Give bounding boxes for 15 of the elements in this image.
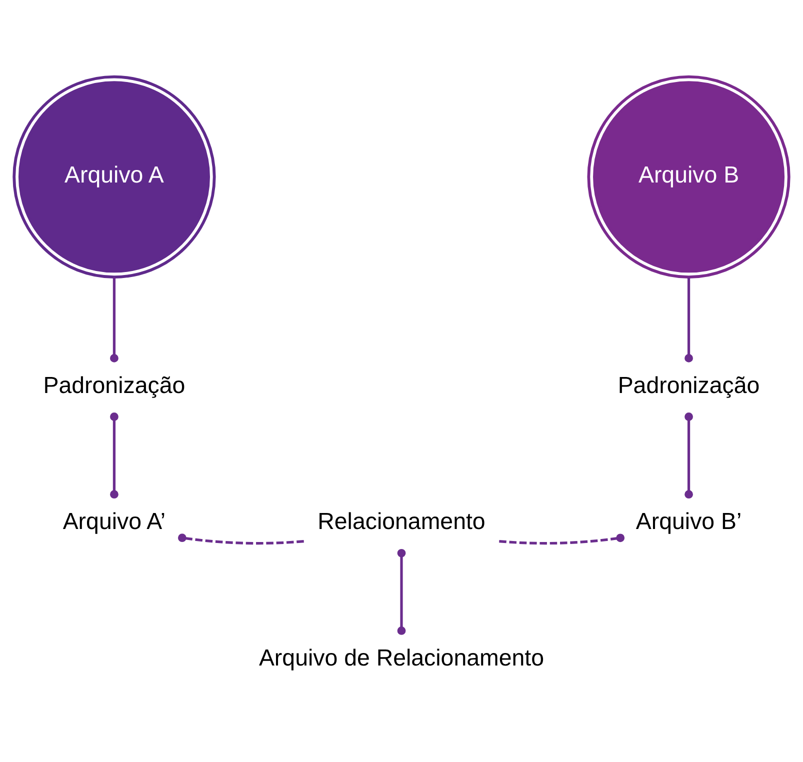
- connector: [110, 276, 118, 362]
- connector: [499, 533, 625, 544]
- node-text: Arquivo de Relacionamento: [258, 644, 544, 670]
- node-text: Arquivo A’: [62, 508, 166, 534]
- node-text: Arquivo B’: [636, 508, 742, 534]
- connector: [397, 548, 406, 634]
- node-circle: Arquivo B: [587, 74, 790, 278]
- node-text: Relacionamento: [318, 508, 486, 534]
- node-text: Padronização: [618, 371, 760, 398]
- connector: [684, 412, 693, 498]
- node-text: Padronização: [43, 371, 186, 398]
- node-circle: Arquivo A: [12, 74, 216, 278]
- connector: [684, 276, 693, 362]
- connector: [178, 533, 304, 544]
- connector: [110, 412, 118, 498]
